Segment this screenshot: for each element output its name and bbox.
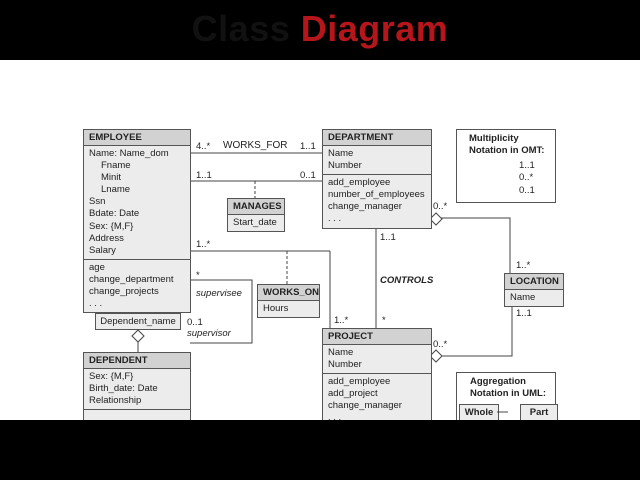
dependent-class-name: DEPENDENT [84,353,190,369]
omt-item-label: 1..1 [519,160,535,171]
works-on-attr: Hours [263,303,289,314]
multiplicity-label: 1..* [516,260,531,271]
location-attributes: Name [505,290,563,307]
works-for-label: WORKS_FOR [223,140,288,151]
uml-part-label: Part [529,407,549,418]
dependent-attr: Birth_date: Date [89,383,158,395]
department-class-name: DEPARTMENT [323,130,431,146]
dept-location-line [436,217,511,273]
page-title: Class Diagram [0,8,640,50]
employee-op: change_department [89,273,174,285]
multiplicity-label: 4..* [196,141,211,152]
uml-connector [497,411,508,413]
works-on-class-name: WORKS_ON [258,285,319,301]
manages-class-name: MANAGES [228,199,284,215]
project-location-line [436,304,513,357]
department-operations: add_employee number_of_employees change_… [323,175,431,228]
multiplicity-label: * [382,315,386,326]
supervision-line [190,279,253,344]
employee-op: change_projects [89,286,159,298]
omt-item-label: 0..* [519,172,534,183]
omt-legend: Multiplicity Notation in OMT: [456,129,556,203]
manages-association-class: MANAGES Start_date [227,198,285,233]
multiplicity-label: 0..1 [187,317,203,328]
multiplicity-label: 0..1 [300,170,316,181]
multiplicity-label: 1..* [334,315,349,326]
employee-attr: Fname [101,160,131,172]
employee-class: EMPLOYEE Name: Name_dom Fname Minit Lnam… [83,129,191,314]
dependent-attr: Sex: {M,F} [89,371,134,382]
employee-attr: Lname [101,184,131,196]
omt-item-label: 0..1 [519,185,535,196]
project-aggregation-diamond [429,349,443,363]
department-attr: Number [328,160,362,172]
employee-attr: Address [89,232,124,244]
multiplicity-label: * [196,270,200,281]
project-attr: Number [328,359,362,371]
title-word-diagram: Diagram [300,8,449,49]
omt-title-1: Multiplicity [469,133,519,144]
department-op: . . . [328,213,342,225]
dependent-aggregation-diamond [131,329,145,343]
dependent-operations [84,410,190,420]
uml-whole-label: Whole [464,407,494,418]
qualifier-label: Dependent_name [100,316,176,327]
multiplicity-label: 1..1 [380,232,396,243]
employee-operations: age change_department change_projects . … [84,259,190,313]
dept-aggregation-diamond [429,212,443,226]
uml-title-2: Notation in UML: [470,388,546,399]
location-class: LOCATION Name [504,273,564,308]
project-op: . . . [328,412,342,420]
works-on-attributes: Hours [258,301,319,318]
employee-attr: Sex: {M,F} [89,220,134,232]
manages-attr: Start_date [233,217,277,228]
location-attr: Name [510,292,536,303]
employee-attr: Minit [101,172,122,184]
project-op: add_project [328,388,378,400]
title-word-class: Class [191,8,291,49]
department-class: DEPARTMENT Name Number add_employee numb… [322,129,432,229]
supervisor-label: supervisor [187,328,231,339]
project-op: change_manager [328,400,402,412]
department-attributes: Name Number [323,146,431,176]
dependent-class: DEPENDENT Sex: {M,F} Birth_date: Date Re… [83,352,191,420]
multiplicity-label: 1..1 [300,141,316,152]
department-op: add_employee [328,177,391,189]
project-op: add_employee [328,376,391,388]
multiplicity-label: 1..* [196,239,211,250]
uml-title-1: Aggregation [470,376,526,387]
dependent-name-qualifier: Dependent_name [95,313,181,330]
employee-attr: Name: Name_dom [89,148,169,159]
project-class: PROJECT Name Number add_employee add_pro… [322,328,432,420]
works-on-association-class: WORKS_ON Hours [257,284,320,319]
manages-attributes: Start_date [228,215,284,232]
department-attr: Name [328,148,354,159]
location-class-name: LOCATION [505,274,563,290]
project-operations: add_employee add_project change_manager … [323,374,431,420]
employee-attr: Ssn [89,196,106,208]
project-attr: Name [328,347,354,358]
supervisee-label: supervisee [196,288,242,299]
employee-attr: Bdate: Date [89,208,140,220]
employee-class-name: EMPLOYEE [84,130,190,146]
project-class-name: PROJECT [323,329,431,345]
dependent-attr: Relationship [89,395,142,407]
employee-op: age [89,261,105,273]
dependent-attributes: Sex: {M,F} Birth_date: Date Relationship [84,369,190,411]
multiplicity-label: 1..1 [196,170,212,181]
diagram-canvas: EMPLOYEE Name: Name_dom Fname Minit Lnam… [0,60,640,420]
employee-attributes: Name: Name_dom Fname Minit Lname Ssn Bda… [84,146,190,260]
controls-label: CONTROLS [380,275,434,286]
employee-attr: Salary [89,244,116,256]
uml-part-box: Part [520,404,558,420]
project-attributes: Name Number [323,345,431,375]
multiplicity-label: 0..* [433,201,448,212]
employee-op: . . . [89,298,103,310]
multiplicity-label: 1..1 [516,308,532,319]
department-op: change_manager [328,201,402,213]
multiplicity-label: 0..* [433,339,448,350]
department-op: number_of_employees [328,189,425,201]
omt-title-2: Notation in OMT: [469,145,545,156]
